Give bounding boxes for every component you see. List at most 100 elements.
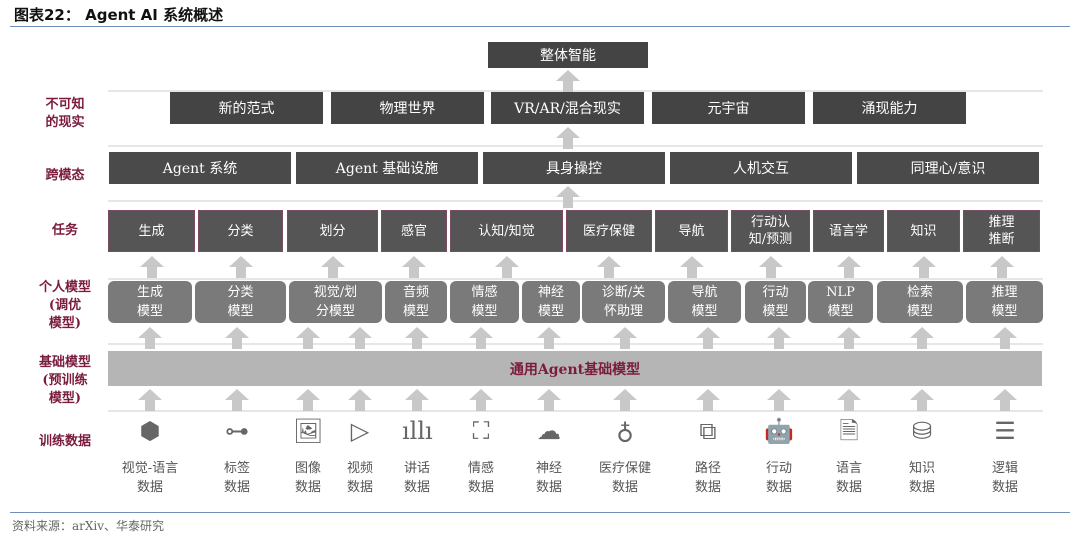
task-box: 医疗保健 [566, 210, 652, 252]
emergent-box: 新的范式 [170, 92, 323, 124]
up-arrow-icon [910, 327, 934, 349]
figure-title: 图表22： Agent AI 系统概述 [14, 6, 224, 24]
soundwave-icon: ıllı [402, 417, 433, 445]
task-box: 感官 [381, 210, 447, 252]
up-arrow-icon [320, 256, 345, 278]
row-label-base: 基础模型 (预训练 模型) [38, 355, 91, 406]
up-arrow-icon [613, 327, 637, 349]
up-arrow-icon [993, 327, 1017, 349]
data-label: 讲话 数据 [403, 461, 430, 495]
task-box: 导航 [655, 210, 728, 252]
row-separator [108, 278, 1043, 280]
up-arrow-icon [469, 389, 493, 411]
task-box: 生成 [108, 210, 195, 252]
row-label-emergent: 不可知 的现实 [45, 97, 85, 130]
up-arrow-icon [993, 389, 1017, 411]
overall-intelligence-box: 整体智能 [488, 42, 648, 68]
task-box: 划分 [287, 210, 378, 252]
up-arrow-icon [767, 389, 791, 411]
document-icon: 🗎 [839, 417, 859, 445]
model-box: 音频 模型 [385, 281, 447, 323]
up-arrow-icon [556, 186, 580, 208]
row-label-personal: 个人模型 (调优 模型) [38, 280, 91, 331]
top-rule [10, 26, 1070, 27]
hexagon-leaf-icon: ⬢ [139, 417, 161, 445]
up-arrow-icon [758, 256, 783, 278]
up-arrow-icon [296, 327, 320, 349]
model-box: 情感 模型 [450, 281, 519, 323]
row-label-data: 训练数据 [38, 434, 91, 449]
up-arrow-icon [911, 256, 936, 278]
data-label: 图像 数据 [294, 461, 321, 495]
up-arrow-icon [910, 389, 934, 411]
model-box: 推理 模型 [966, 281, 1043, 323]
up-arrow-icon [225, 327, 249, 349]
logic-icon: ☰ [994, 417, 1016, 445]
tree-label-icon: ⊶ [225, 417, 249, 445]
cross-modal-box: Agent 系统 [109, 152, 291, 184]
data-label: 视觉-语言 数据 [121, 461, 179, 495]
model-box: 行动 模型 [745, 281, 806, 323]
row-separator [108, 200, 1043, 202]
up-arrow-icon [537, 389, 561, 411]
up-arrow-icon [696, 389, 720, 411]
up-arrow-icon [767, 327, 791, 349]
data-label: 视频 数据 [346, 461, 373, 495]
up-arrow-icon [405, 327, 429, 349]
cross-modal-box: Agent 基础设施 [296, 152, 478, 184]
data-label: 医疗保健 数据 [598, 461, 651, 495]
task-box: 行动认 知/预测 [731, 210, 810, 252]
bottom-rule [10, 512, 1070, 513]
up-arrow-icon [225, 389, 249, 411]
model-box: 导航 模型 [668, 281, 741, 323]
row-separator [108, 90, 1043, 92]
up-arrow-icon [348, 389, 372, 411]
up-arrow-icon [494, 256, 519, 278]
up-arrow-icon [138, 389, 162, 411]
up-arrow-icon [597, 256, 621, 278]
row-separator [108, 145, 1043, 147]
up-arrow-icon [139, 256, 164, 278]
cross-modal-box: 同理心/意识 [857, 152, 1039, 184]
up-arrow-icon [836, 256, 861, 278]
video-icon: ▷ [350, 417, 370, 445]
data-label: 语言 数据 [835, 461, 862, 495]
up-arrow-icon [469, 327, 493, 349]
row-separator [108, 343, 1043, 345]
model-box: 诊断/关 怀助理 [582, 281, 665, 323]
up-arrow-icon [989, 256, 1014, 278]
up-arrow-icon [296, 389, 320, 411]
task-box: 认知/知觉 [450, 210, 563, 252]
task-box: 分类 [198, 210, 283, 252]
data-label: 路径 数据 [694, 461, 721, 495]
robot-icon: 🤖 [764, 417, 794, 445]
model-box: 神经 模型 [522, 281, 580, 323]
cross-modal-box: 具身操控 [483, 152, 665, 184]
up-arrow-icon [556, 127, 580, 149]
source-note: 资料来源：arXiv、华泰研究 [12, 519, 165, 533]
up-arrow-icon [696, 327, 720, 349]
task-box: 推理 推断 [963, 210, 1040, 252]
health-icon: ♁ [616, 417, 634, 445]
up-arrow-icon [402, 256, 426, 278]
up-arrow-icon [348, 327, 372, 349]
image-icon: 🖼 [293, 417, 324, 445]
task-box: 知识 [887, 210, 960, 252]
database-icon: ⛁ [911, 417, 933, 445]
model-box: 分类 模型 [195, 281, 286, 323]
up-arrow-icon [679, 256, 704, 278]
data-label: 标签 数据 [223, 461, 250, 495]
task-box: 语言学 [813, 210, 884, 252]
model-box: 检索 模型 [877, 281, 963, 323]
up-arrow-icon [138, 327, 162, 349]
up-arrow-icon [837, 327, 861, 349]
data-label: 逻辑 数据 [991, 461, 1018, 495]
row-label-cross: 跨模态 [45, 168, 85, 183]
emergent-box: 物理世界 [331, 92, 484, 124]
emergent-box: 涌现能力 [813, 92, 966, 124]
up-arrow-icon [537, 327, 561, 349]
up-arrow-icon [613, 389, 637, 411]
model-box: 生成 模型 [108, 281, 192, 323]
up-arrow-icon [556, 70, 580, 92]
model-box: NLP 模型 [808, 281, 873, 323]
